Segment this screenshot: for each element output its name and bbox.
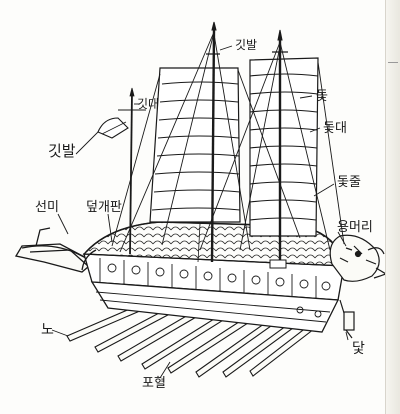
leader-lines: [51, 45, 349, 379]
label-sail-rope: 돛줄: [337, 175, 361, 190]
label-hull-wall: 포혈: [142, 376, 166, 391]
oars: [66, 295, 315, 378]
masts: [206, 21, 288, 269]
label-flagpole: 깃대: [137, 97, 160, 111]
label-bow-tail: 선미: [35, 200, 59, 215]
sails: [149, 57, 319, 237]
rigging-lines: [111, 31, 345, 253]
label-anchor: 닻: [352, 341, 365, 357]
label-oar: 노: [41, 322, 54, 338]
label-flag: 깃발: [48, 142, 76, 160]
anchor-assembly: [339, 299, 355, 339]
label-flag-top: 깃발: [235, 38, 258, 52]
label-deck-cover: 덮개판: [86, 200, 122, 215]
label-sail: 돛: [316, 89, 328, 104]
dragon-head-figure: [329, 234, 388, 282]
page-edge: [385, 0, 400, 414]
small-flag-and-pole: [97, 87, 146, 255]
page-edge-mark: [388, 62, 398, 63]
label-dragon-head: 용머리: [337, 220, 373, 235]
label-mast: 돛대: [323, 121, 347, 136]
